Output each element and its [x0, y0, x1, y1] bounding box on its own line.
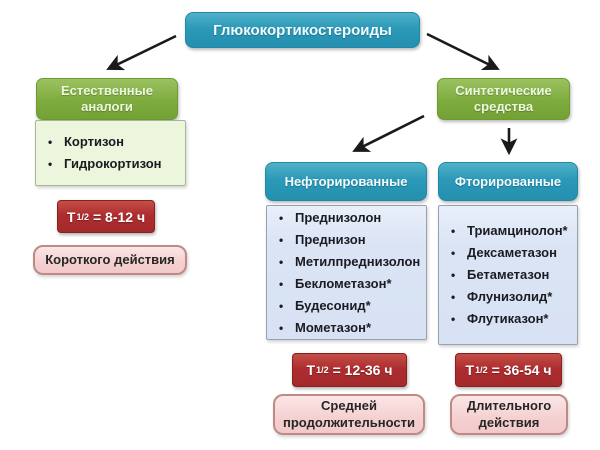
fluorinated-duration-badge: Длительного действия: [450, 394, 568, 435]
natural-analogs-label: Естественные аналоги: [60, 82, 153, 114]
list-item: Будесонид*: [279, 295, 422, 317]
natural-analogs-list: Кортизон Гидрокортизон: [35, 120, 186, 186]
nonfluorinated-list: Преднизолон Преднизон Метилпреднизолон Б…: [266, 205, 427, 340]
halflife-subscript: 1/2: [316, 365, 329, 375]
natural-duration-label: Короткого действия: [45, 251, 175, 267]
halflife-value: = 8-12 ч: [92, 208, 146, 225]
list-item: Флунизолид*: [451, 286, 573, 308]
natural-analogs-header: Естественные аналоги: [36, 78, 178, 120]
list-item: Бетаметазон: [451, 264, 573, 286]
list-item: Дексаметазон: [451, 242, 573, 264]
synthetic-label: Синтетические средства: [455, 82, 552, 114]
nonfluorinated-header: Нефторированные: [265, 162, 427, 201]
halflife-subscript: 1/2: [76, 211, 89, 222]
arrow-synthetic-to-nonfluorinated: [352, 114, 425, 152]
arrow-root-to-synthetic: [426, 32, 500, 70]
fluorinated-list: Триамцинолон* Дексаметазон Бетаметазон Ф…: [438, 205, 578, 345]
root-node-label: Глюкокортикостероиды: [213, 21, 392, 39]
halflife-symbol: T: [306, 362, 316, 378]
nonfluorinated-duration-badge: Средней продолжительности: [273, 394, 425, 435]
nonfluorinated-label: Нефторированные: [284, 174, 408, 189]
fluorinated-header: Фторированные: [438, 162, 578, 201]
list-item: Гидрокортизон: [48, 153, 181, 175]
list-item: Флутиказон*: [451, 308, 573, 330]
list-item: Беклометазон*: [279, 273, 422, 295]
halflife-value: = 36-54 ч: [491, 362, 552, 378]
natural-duration-badge: Короткого действия: [33, 245, 187, 275]
list-item: Мометазон*: [279, 317, 422, 339]
list-item: Метилпреднизолон: [279, 251, 422, 273]
halflife-subscript: 1/2: [475, 365, 488, 375]
synthetic-header: Синтетические средства: [437, 78, 570, 120]
halflife-value: = 12-36 ч: [332, 362, 393, 378]
fluorinated-label: Фторированные: [454, 174, 562, 189]
nonfluorinated-duration-label: Средней продолжительности: [283, 397, 415, 430]
list-item: Преднизон: [279, 229, 422, 251]
list-item: Триамцинолон*: [451, 220, 573, 242]
list-item: Кортизон: [48, 131, 181, 153]
halflife-symbol: T: [465, 362, 475, 378]
root-node: Глюкокортикостероиды: [185, 12, 420, 48]
halflife-symbol: T: [66, 208, 76, 225]
arrow-root-to-natural: [106, 34, 177, 71]
list-item: Преднизолон: [279, 207, 422, 229]
fluorinated-duration-label: Длительного действия: [466, 397, 552, 430]
